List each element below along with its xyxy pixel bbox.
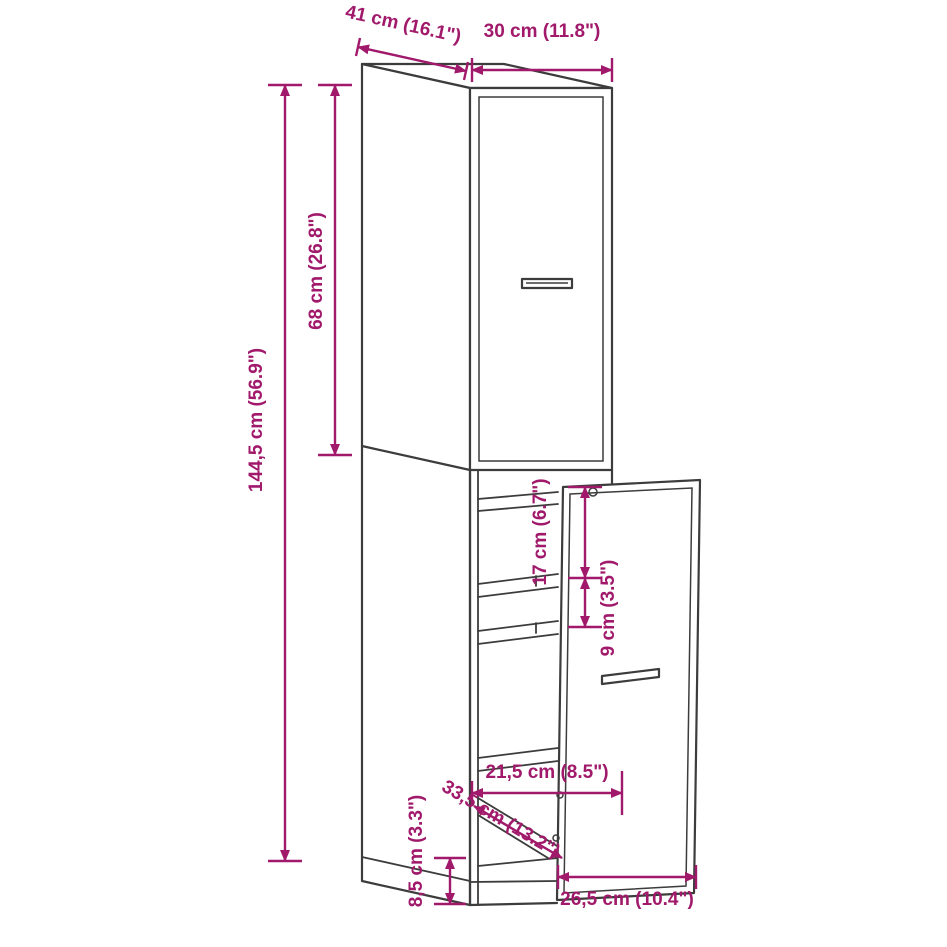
- dimension-pullout-width: 26,5 cm (10.4"): [556, 865, 698, 910]
- dimension-gap-9: 9 cm (3.5"): [568, 560, 619, 657]
- dim-depth-tick: [354, 37, 362, 57]
- dim-gap-17-label: 17 cm (6.7"): [530, 478, 551, 585]
- dim-total-height-label: 144,5 cm (56.9"): [246, 348, 267, 492]
- side-separation-line: [360, 444, 472, 472]
- dimension-base-height: 8,5 cm (3.3"): [406, 795, 466, 908]
- dim-inner-width-label: 21,5 cm (8.5"): [485, 762, 608, 783]
- shelf-line: [477, 503, 559, 512]
- dim-gap-9-label: 9 cm (3.5"): [598, 560, 619, 657]
- dim-base-height-label: 8,5 cm (3.3"): [406, 795, 427, 908]
- pullout-panel: [552, 478, 702, 902]
- dimension-inner-width: 21,5 cm (8.5"): [470, 762, 624, 815]
- dim-depth-line: [357, 44, 467, 74]
- dim-door-height-label: 68 cm (26.8"): [306, 212, 327, 330]
- shelf-line: [477, 620, 559, 632]
- shelf-line: [477, 586, 559, 598]
- dim-width-label: 30 cm (11.8"): [484, 21, 601, 42]
- shelf-line: [477, 573, 559, 585]
- shelf-line: [477, 760, 559, 772]
- front-plinth-line: [469, 880, 558, 883]
- pullout-inner-edge: [563, 487, 693, 894]
- shelf-line: [477, 747, 559, 759]
- pullout-front-face: [555, 478, 702, 902]
- dim-depth-tick: [462, 61, 470, 81]
- front-bottom-edge: [468, 901, 559, 907]
- shelf-line: [477, 491, 559, 500]
- dim-pullout-width-label: 26,5 cm (10.4"): [560, 889, 694, 910]
- dimension-door-height: 68 cm (26.8"): [306, 83, 352, 457]
- dim-depth-label: 41 cm (16.1"): [343, 2, 463, 48]
- shelf-line: [477, 633, 559, 645]
- bottom-board-line: [477, 857, 559, 867]
- pullout-handle: [600, 667, 661, 686]
- dim-pullout-extension-line: [473, 804, 563, 860]
- door-inner-edge: [478, 96, 604, 462]
- dimension-width: 30 cm (11.8"): [470, 21, 614, 82]
- dimension-total-height: 144,5 cm (56.9"): [246, 83, 302, 863]
